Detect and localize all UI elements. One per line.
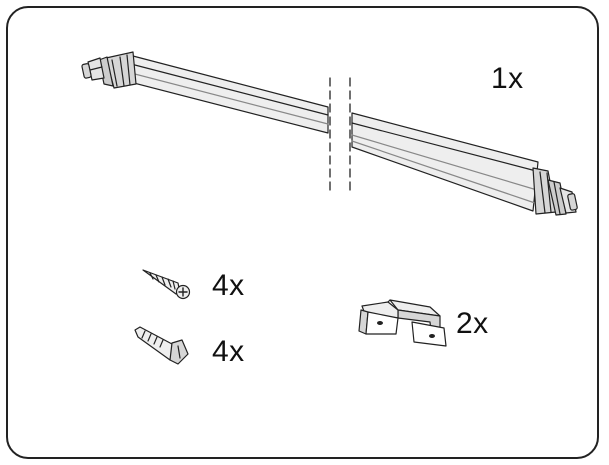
plug-quantity-label: 4x [212,335,245,368]
clip-quantity-label: 2x [456,307,489,340]
package-contents-frame [6,6,599,459]
wood-screw-icon [142,269,191,300]
wall-plug-anchor-icon [134,326,189,365]
fixture-quantity-label: 1x [491,62,524,95]
led-batten-fixture-icon [81,51,578,216]
mounting-clip-icon [358,299,447,347]
screw-quantity-label: 4x [212,269,245,302]
